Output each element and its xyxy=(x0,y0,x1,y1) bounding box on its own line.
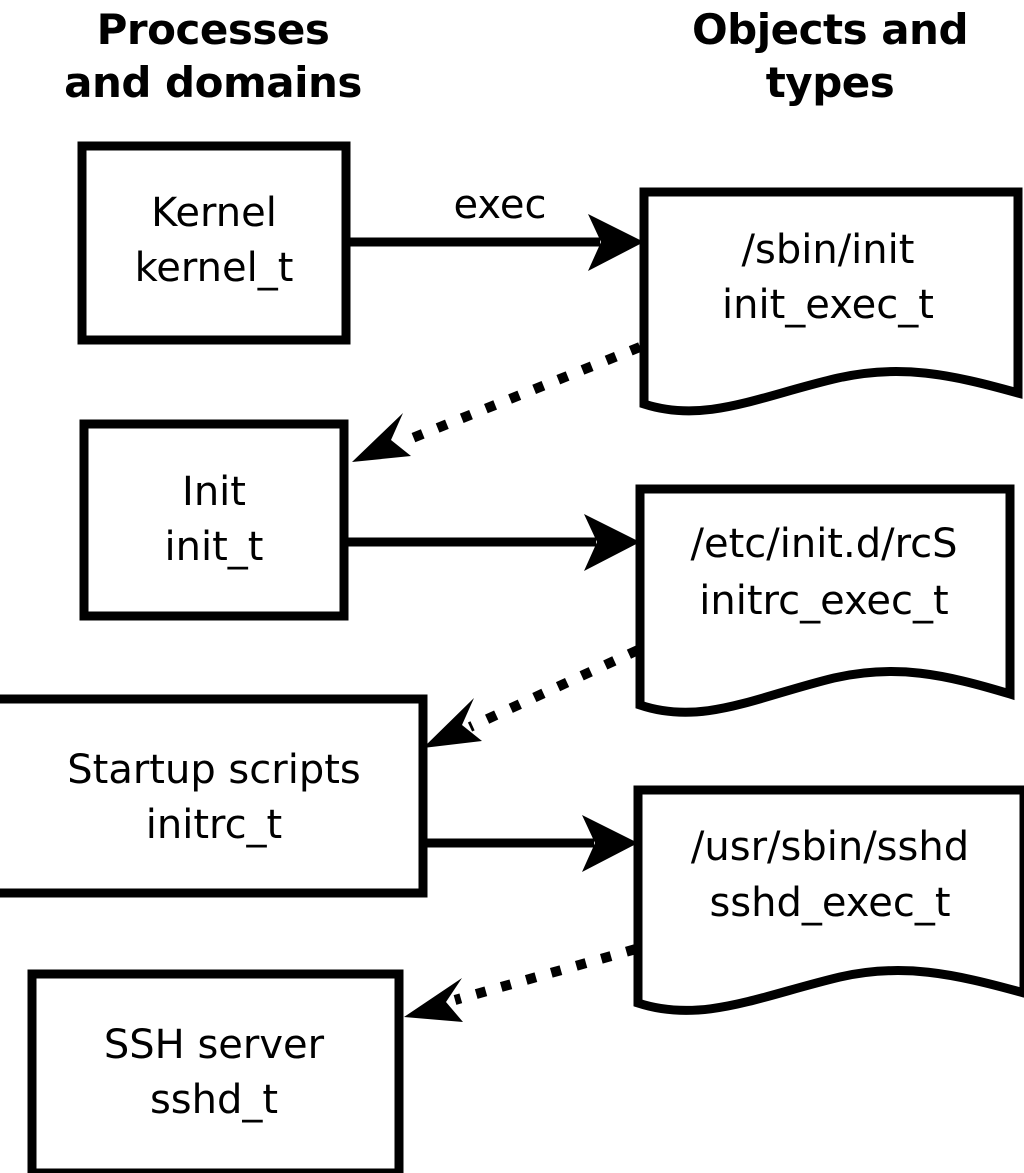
node-sbin-init[interactable]: /sbin/init init_exec_t xyxy=(639,187,1023,416)
node-etc-initd-rcs-path: /etc/init.d/rcS xyxy=(690,521,957,567)
edge-startup-scripts-to-usr-sbin-sshd xyxy=(423,815,638,872)
right-heading-line1: Objects and xyxy=(692,5,968,54)
node-ssh-server-type: sshd_t xyxy=(150,1077,278,1123)
node-usr-sbin-sshd-path: /usr/sbin/sshd xyxy=(691,824,969,870)
edge-usr-sbin-sshd-to-ssh-server-line xyxy=(453,944,638,1005)
edge-kernel-to-sbin-init: exec xyxy=(346,182,644,271)
edge-etc-initd-rcs-to-startup-scripts-arrowhead xyxy=(423,698,482,748)
node-etc-initd-rcs-document[interactable] xyxy=(635,484,1015,717)
edge-sbin-init-to-init xyxy=(352,342,642,462)
edge-usr-sbin-sshd-to-ssh-server-arrowhead xyxy=(404,978,463,1022)
node-init-box[interactable] xyxy=(79,419,349,621)
left-heading-line1: Processes xyxy=(97,5,330,54)
edge-startup-scripts-to-usr-sbin-sshd-arrowhead xyxy=(582,815,638,872)
node-init-type: init_t xyxy=(165,524,264,570)
node-kernel-type: kernel_t xyxy=(135,245,294,291)
left-column-heading: Processes and domains xyxy=(64,5,362,107)
node-startup-scripts-box[interactable] xyxy=(0,694,428,898)
node-sbin-init-document[interactable] xyxy=(639,187,1023,416)
node-startup-scripts-name: Startup scripts xyxy=(67,747,360,793)
node-init[interactable]: Init init_t xyxy=(79,419,349,621)
node-kernel-box[interactable] xyxy=(77,141,351,345)
edge-label-exec: exec xyxy=(454,182,547,228)
node-etc-initd-rcs-type: initrc_exec_t xyxy=(699,578,948,624)
node-kernel[interactable]: Kernel kernel_t xyxy=(77,141,351,345)
edge-etc-initd-rcs-to-startup-scripts-line xyxy=(467,645,641,732)
edge-sbin-init-to-init-arrowhead xyxy=(352,413,411,462)
node-ssh-server-name: SSH server xyxy=(104,1022,325,1068)
edge-kernel-to-sbin-init-arrowhead xyxy=(588,214,644,271)
node-ssh-server-box[interactable] xyxy=(27,969,404,1173)
edge-usr-sbin-sshd-to-ssh-server xyxy=(404,944,638,1022)
right-column-heading: Objects and types xyxy=(692,5,969,107)
node-sbin-init-type: init_exec_t xyxy=(722,282,934,328)
edge-etc-initd-rcs-to-startup-scripts xyxy=(423,645,641,748)
node-usr-sbin-sshd[interactable]: /usr/sbin/sshd sshd_exec_t xyxy=(633,785,1024,1015)
right-heading-line2: types xyxy=(766,58,895,107)
edge-init-to-etc-initd-rcs-arrowhead xyxy=(584,514,640,571)
node-startup-scripts-type: initrc_t xyxy=(146,802,283,848)
node-usr-sbin-sshd-type: sshd_exec_t xyxy=(709,880,950,926)
edge-init-to-etc-initd-rcs xyxy=(344,514,640,571)
edge-sbin-init-to-init-line xyxy=(398,342,642,448)
node-usr-sbin-sshd-document[interactable] xyxy=(633,785,1024,1015)
node-etc-initd-rcs[interactable]: /etc/init.d/rcS initrc_exec_t xyxy=(635,484,1015,717)
node-kernel-name: Kernel xyxy=(151,190,277,236)
left-heading-line2: and domains xyxy=(64,58,362,107)
node-startup-scripts[interactable]: Startup scripts initrc_t xyxy=(0,694,428,898)
node-sbin-init-path: /sbin/init xyxy=(742,227,915,273)
node-init-name: Init xyxy=(182,469,246,515)
node-ssh-server[interactable]: SSH server sshd_t xyxy=(27,969,404,1173)
